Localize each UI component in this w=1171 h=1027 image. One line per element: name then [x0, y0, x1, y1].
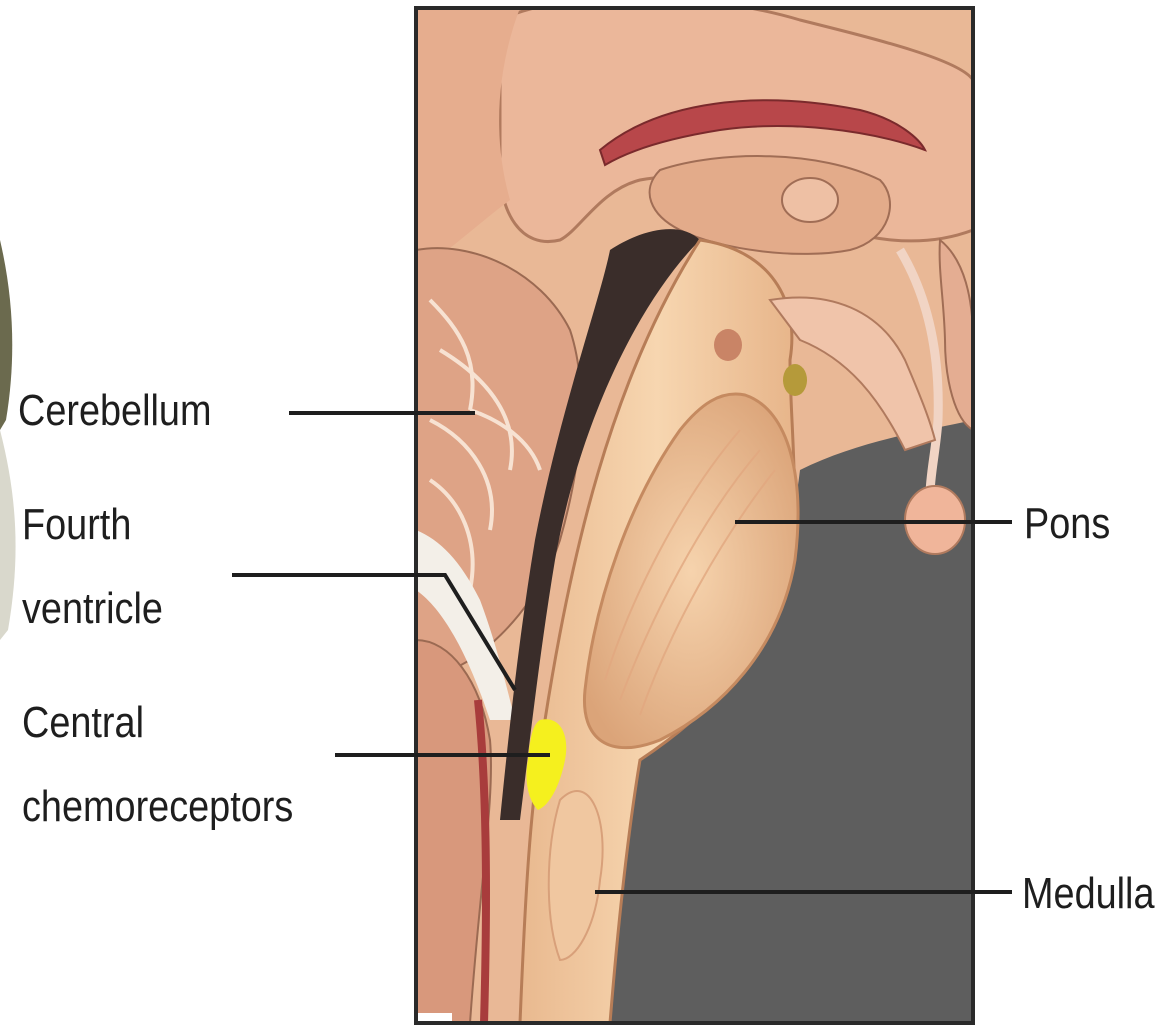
midbrain-nucleus	[782, 178, 838, 222]
label-cerebellum: Cerebellum	[18, 384, 211, 438]
label-central-chemoreceptors-line1: Central	[22, 696, 144, 750]
anatomy-illustration	[416, 0, 973, 1023]
frame-corner-mark	[418, 1013, 452, 1021]
brainstem-spot	[714, 329, 742, 361]
label-central-chemoreceptors-line2: chemoreceptors	[22, 780, 293, 834]
label-medulla: Medulla	[1022, 867, 1155, 921]
label-fourth-ventricle-line1: Fourth	[22, 498, 131, 552]
mammillary-body	[783, 364, 807, 396]
label-fourth-ventricle-line2: ventricle	[22, 582, 163, 636]
label-pons: Pons	[1024, 497, 1110, 551]
